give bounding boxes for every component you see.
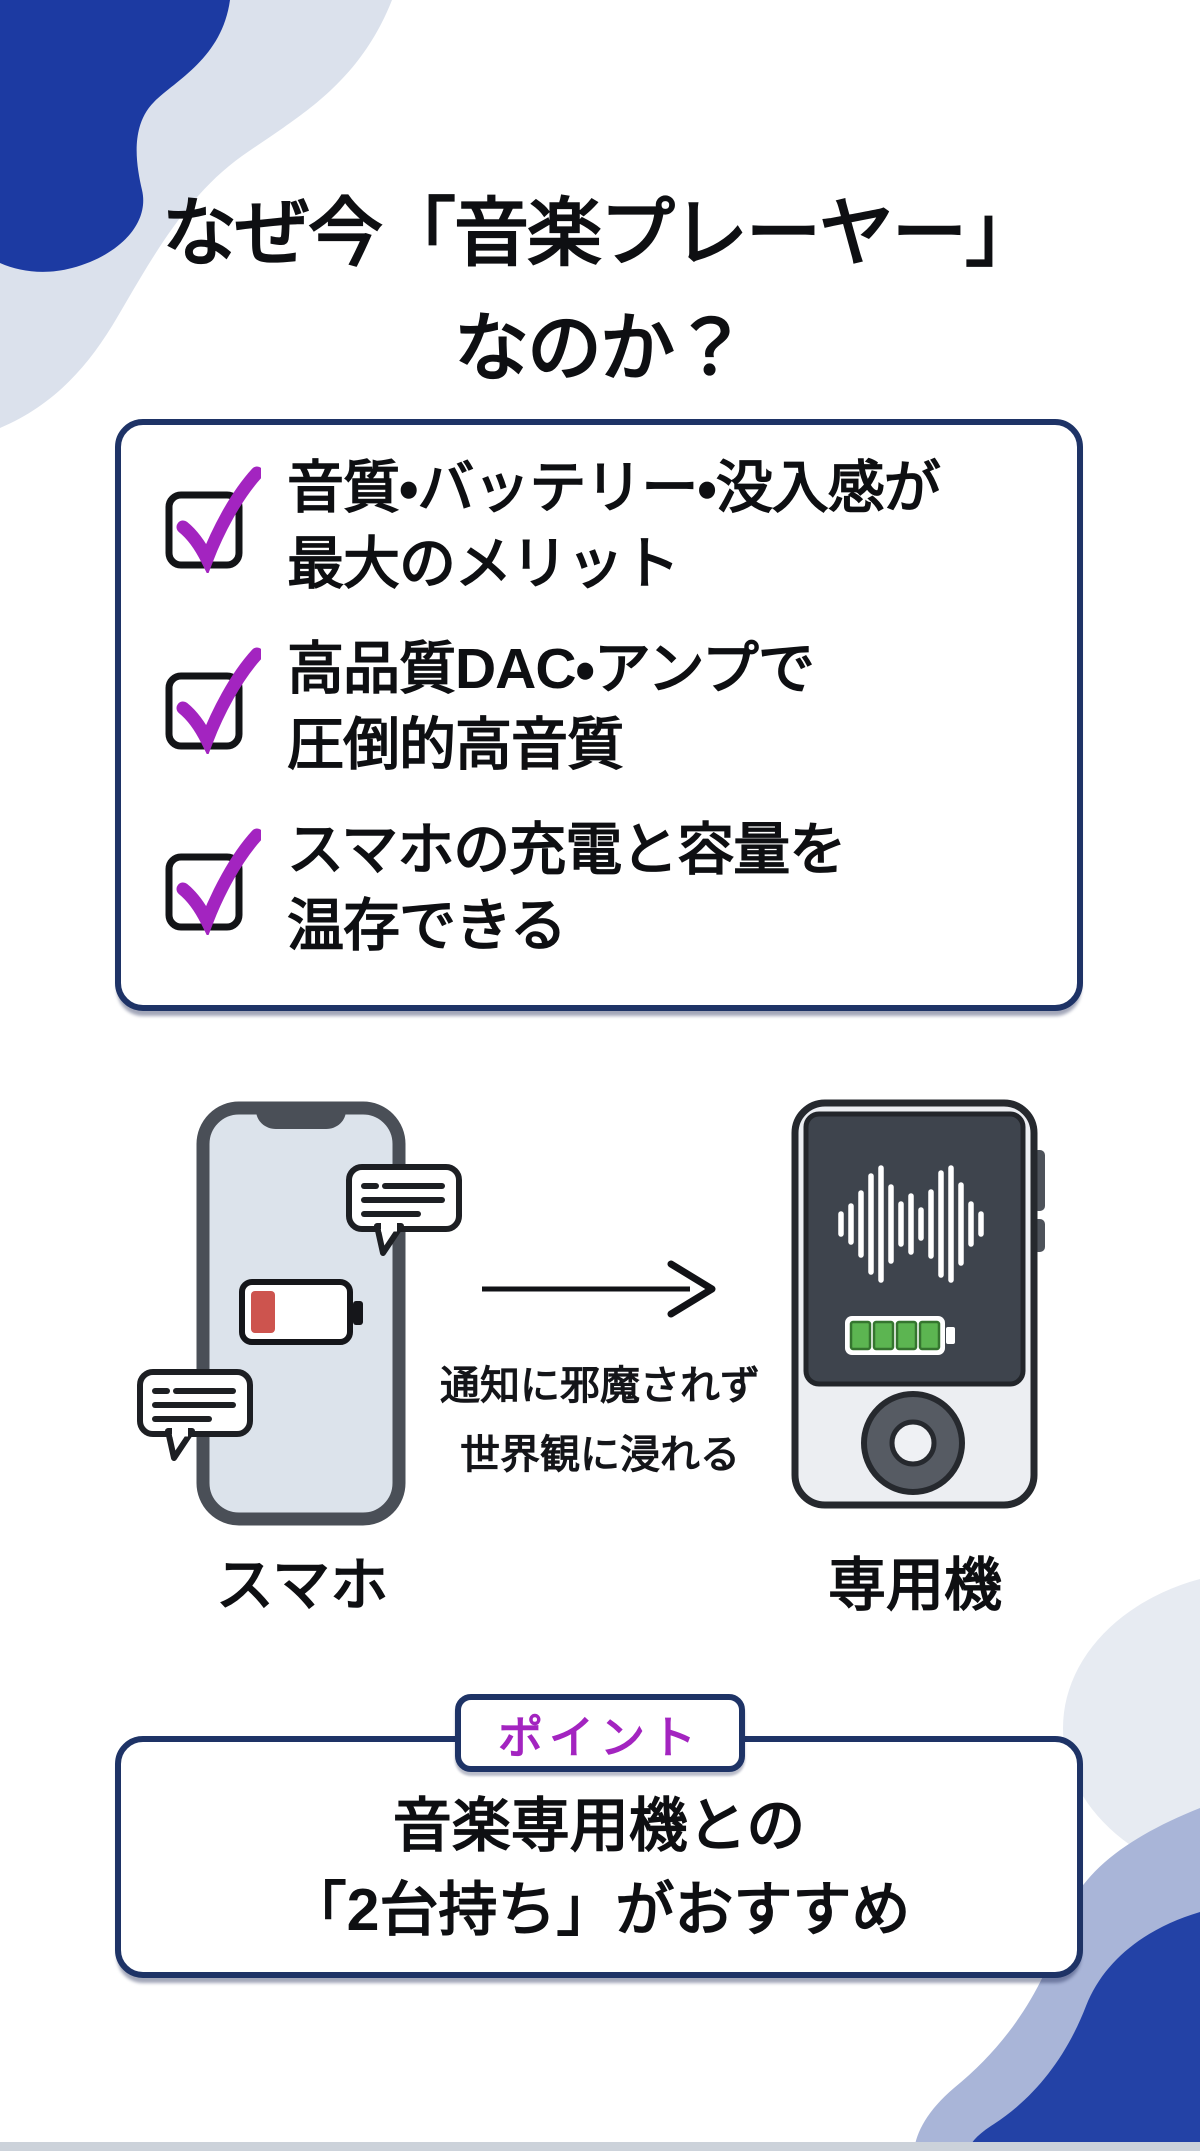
music-player-icon bbox=[791, 1099, 1045, 1509]
benefits-card: 音質・バッテリー・没入感が 最大のメリット 高品質DAC・アンプで 圧倒的高音質… bbox=[115, 419, 1083, 1011]
checklist-item-1: 音質・バッテリー・没入感が 最大のメリット bbox=[161, 451, 1041, 603]
point-text-line-1: 音楽専用機との bbox=[392, 1793, 806, 1860]
checklist-item-1-line-1: 音質・バッテリー・没入感が bbox=[287, 456, 941, 520]
checklist-item-1-line-2: 最大のメリット bbox=[287, 531, 680, 596]
point-card: 音楽専用機との 「2台持ち」がおすすめ bbox=[115, 1736, 1083, 1978]
full-battery-icon bbox=[845, 1316, 955, 1355]
comparison-caption-line-1: 通知に邪魔されず bbox=[440, 1364, 760, 1408]
checklist-item-2-line-1: 高品質DAC・アンプで bbox=[287, 637, 815, 702]
waveform-icon bbox=[838, 1165, 984, 1283]
notification-bubble-icon bbox=[346, 1164, 462, 1256]
checklist-item-2-line-2: 圧倒的高音質 bbox=[287, 713, 624, 777]
arrow-right-icon bbox=[482, 1260, 716, 1318]
checklist-item-text: スマホの充電と容量を 温存できる bbox=[287, 813, 846, 965]
notification-bubble-icon bbox=[137, 1369, 253, 1461]
checklist-item-3-line-2: 温存できる bbox=[287, 894, 567, 959]
checklist-item-3-line-1: スマホの充電と容量を bbox=[287, 818, 846, 883]
corner-blob-bottom-right-lightgray bbox=[1063, 1578, 1200, 1878]
checklist-item-text: 高品質DAC・アンプで 圧倒的高音質 bbox=[287, 632, 815, 784]
page-title: なぜ今「音楽プレーヤー」 なのか？ bbox=[0, 176, 1200, 406]
page-title-line-1: なぜ今「音楽プレーヤー」 bbox=[161, 191, 1040, 275]
low-battery-icon bbox=[239, 1279, 363, 1345]
bottom-edge-strip bbox=[0, 2142, 1200, 2151]
checklist-item-text: 音質・バッテリー・没入感が 最大のメリット bbox=[287, 451, 941, 603]
checkbox-check-icon bbox=[165, 647, 261, 755]
dedicated-player-label: 専用機 bbox=[827, 1553, 1002, 1618]
phone-notch bbox=[256, 1103, 346, 1129]
page-title-line-2: なのか？ bbox=[453, 305, 748, 390]
checklist-item-3: スマホの充電と容量を 温存できる bbox=[161, 813, 1041, 965]
checkbox-check-icon bbox=[165, 828, 261, 936]
checkbox-check-icon bbox=[165, 466, 261, 573]
point-badge: ポイント bbox=[455, 1694, 745, 1772]
checklist-item-2: 高品質DAC・アンプで 圧倒的高音質 bbox=[161, 632, 1041, 784]
click-wheel-icon bbox=[861, 1391, 965, 1495]
point-text-line-2: 「2台持ち」がおすすめ bbox=[287, 1877, 911, 1943]
smartphone-label: スマホ bbox=[215, 1553, 389, 1618]
comparison-caption: 通知に邪魔されず 世界観に浸れる bbox=[425, 1352, 775, 1490]
comparison-caption-line-2: 世界観に浸れる bbox=[460, 1432, 740, 1477]
